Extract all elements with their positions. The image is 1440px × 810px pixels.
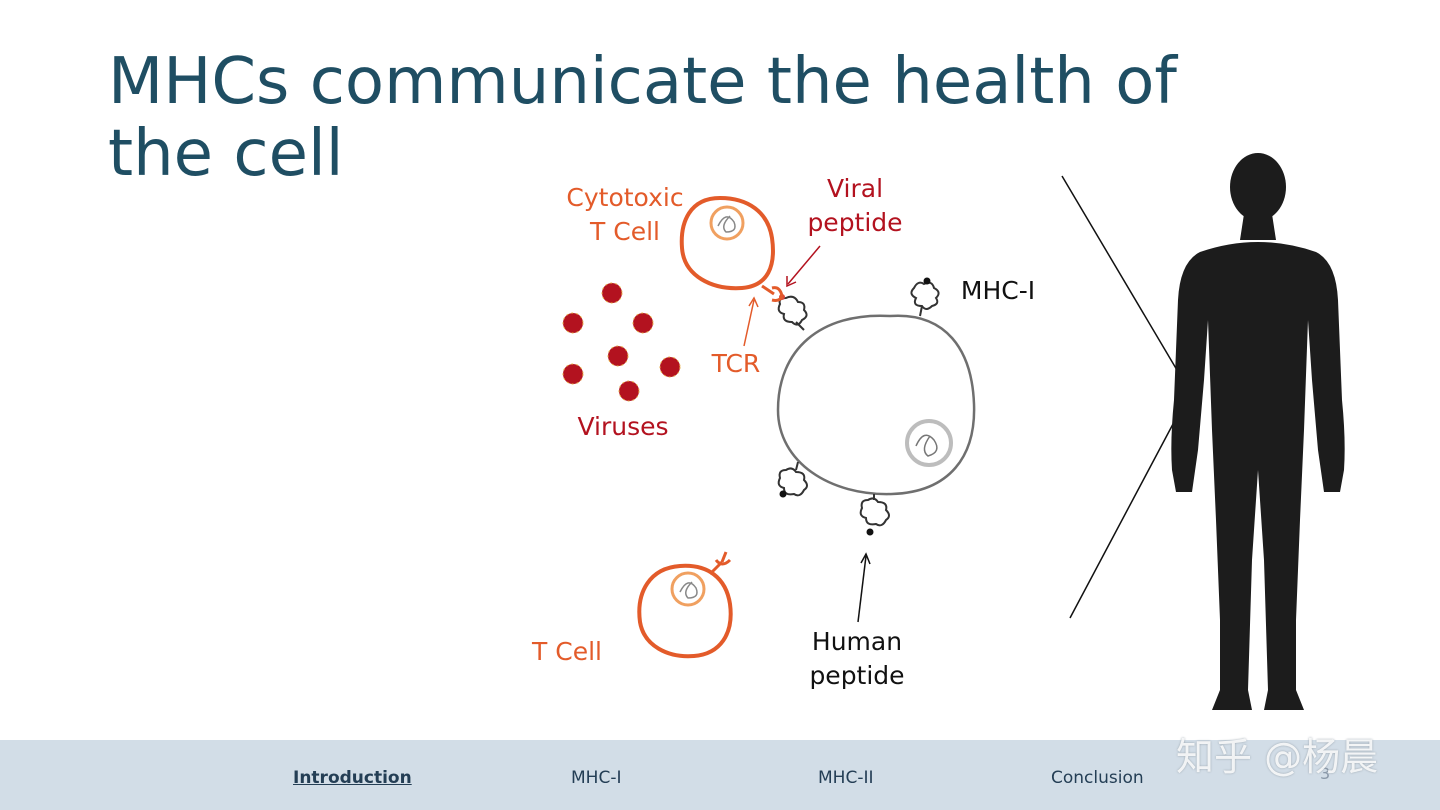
mhc-i-top (910, 277, 940, 317)
slide-title: MHCs communicate the health of the cell (108, 45, 1177, 191)
virus (562, 363, 584, 385)
cytotoxic-t-cell-label: Cytotoxic T Cell (566, 183, 684, 246)
virus (562, 312, 584, 334)
host-cell (776, 314, 976, 496)
zoom-line-top (1061, 175, 1191, 393)
human-peptide-label: Human peptide (809, 627, 905, 690)
mhc-i-label: MHC-I (960, 276, 1036, 305)
viruses-label: Viruses (577, 412, 669, 441)
t-cell (637, 551, 733, 659)
t-cell-label: T Cell (532, 637, 602, 666)
mhc-diagram (562, 153, 1345, 710)
nav-mhc-i[interactable]: MHC-I (571, 768, 622, 788)
mhc-i-bottom (859, 494, 890, 536)
virus (607, 345, 629, 367)
virus (601, 282, 623, 304)
virus (632, 312, 654, 334)
host-nucleus (905, 419, 953, 467)
nav-mhc-ii[interactable]: MHC-II (818, 768, 874, 788)
nav-conclusion[interactable]: Conclusion (1051, 768, 1144, 788)
page-number: 3 (1320, 764, 1331, 783)
tcr-arrow (743, 296, 759, 347)
virus (618, 380, 640, 402)
human-silhouette (1171, 153, 1345, 710)
viral-peptide-arrow (786, 245, 821, 288)
mhc-i-left (777, 461, 808, 498)
tcr-label: TCR (711, 349, 761, 378)
virus-particles (562, 282, 681, 402)
virus (659, 356, 681, 378)
human-peptide-arrow (857, 552, 871, 623)
mhc-i-viral (777, 294, 808, 331)
zoom-line-bottom (1069, 391, 1191, 619)
watermark: 知乎 @杨晨 (1176, 735, 1379, 779)
viral-peptide-label: Viral peptide (807, 174, 903, 237)
cytotoxic-t-cell (679, 195, 784, 302)
section-nav-bar: Introduction MHC-I MHC-II Conclusion 3 (0, 740, 1440, 810)
nav-introduction[interactable]: Introduction (293, 768, 412, 788)
